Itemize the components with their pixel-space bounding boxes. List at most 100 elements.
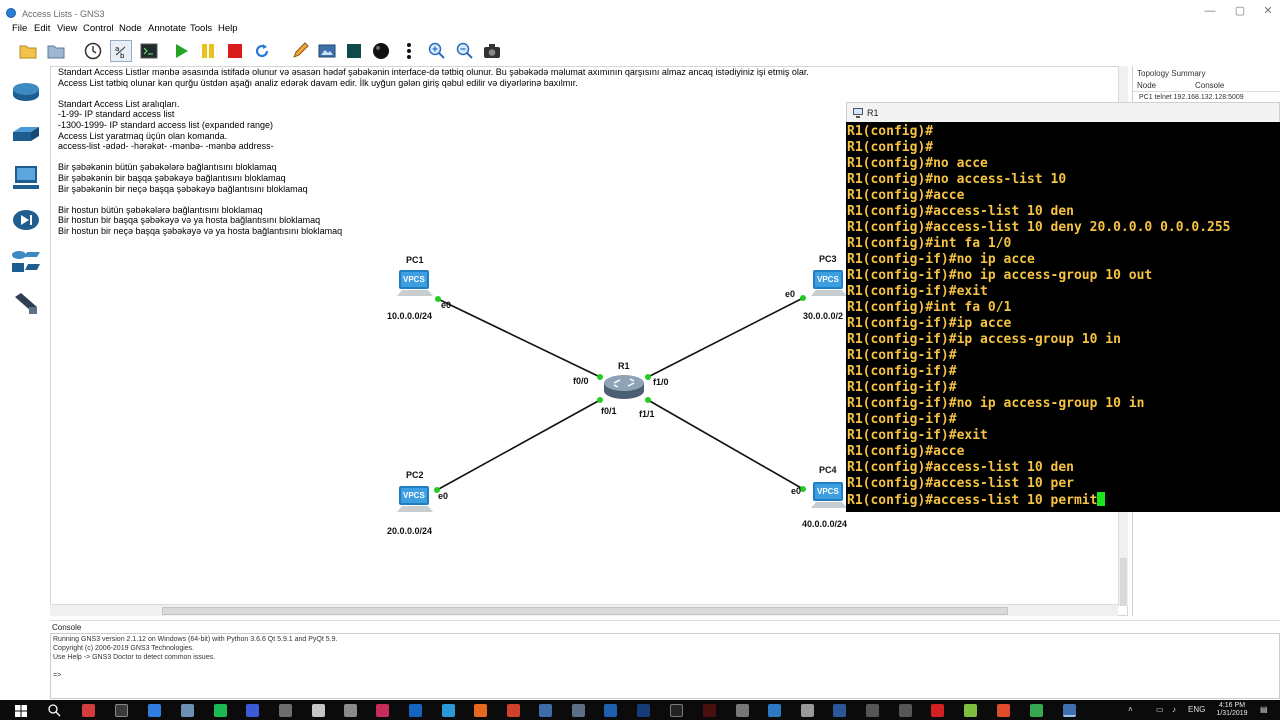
taskbar-app-icon[interactable] [246, 704, 259, 717]
taskbar-app-icon[interactable] [539, 704, 552, 717]
word-icon[interactable] [833, 704, 846, 717]
zoom-out-icon[interactable] [454, 40, 476, 62]
taskbar-app-icon[interactable] [736, 704, 749, 717]
terminal-line: R1(config)#access-list 10 den [847, 204, 1074, 219]
menu-edit[interactable]: Edit [34, 23, 51, 34]
taskbar-app-icon[interactable] [768, 704, 781, 717]
firefox-icon[interactable] [474, 704, 487, 717]
taskbar-app-icon[interactable] [670, 704, 683, 717]
pc1-port-label: e0 [441, 300, 452, 310]
taskbar-app-icon[interactable] [572, 704, 585, 717]
minimize-button[interactable]: — [1204, 5, 1216, 17]
snapshot-clock-icon[interactable] [82, 40, 104, 62]
taskbar-app-icon[interactable] [148, 704, 161, 717]
console-dock-prompt[interactable]: => [53, 672, 62, 679]
terminal-line: R1(config-if)#exit [847, 428, 988, 443]
taskbar-clock[interactable]: 4:16 PM 1/31/2019 [1214, 702, 1250, 718]
taskbar-app-icon[interactable] [279, 704, 292, 717]
ie-browser-icon[interactable] [442, 704, 455, 717]
scrollbar-thumb[interactable] [1120, 558, 1127, 606]
draw-ellipse-icon[interactable] [370, 40, 392, 62]
notification-icon[interactable]: ▤ [1260, 705, 1268, 714]
topology-summary-row[interactable]: PC1 telnet 192.168.132.128:5009 [1139, 94, 1244, 101]
menu-view[interactable]: View [57, 23, 78, 34]
end-devices-category-icon[interactable] [10, 162, 42, 194]
pc3-vpcs-icon[interactable]: VPCS [811, 269, 847, 299]
port-label-f0-1: f0/1 [601, 406, 617, 416]
console-window-titlebar[interactable]: R1 [846, 102, 1280, 122]
terminal-line: R1(config-if)#no ip acce [847, 252, 1035, 267]
pc4-vpcs-icon[interactable]: VPCS [811, 481, 847, 511]
photoshop-icon[interactable] [637, 704, 650, 717]
taskbar-app-icon[interactable] [703, 704, 716, 717]
terminal-output[interactable]: R1(config)# R1(config)# R1(config)#no ac… [846, 122, 1280, 512]
open-project-icon[interactable] [45, 40, 67, 62]
r1-console-window[interactable]: R1 R1(config)# R1(config)# R1(config)#no… [846, 102, 1280, 512]
taskbar-app-icon[interactable] [964, 704, 977, 717]
link-status-dot [435, 296, 441, 302]
taskbar-app-icon[interactable] [115, 704, 128, 717]
gns3-taskbar-icon[interactable] [1063, 704, 1076, 717]
menu-tools[interactable]: Tools [190, 23, 213, 34]
routers-category-icon[interactable] [10, 76, 42, 108]
calendar-icon[interactable] [866, 704, 879, 717]
taskbar-app-icon[interactable] [1030, 704, 1043, 717]
workspace-horizontal-scrollbar[interactable] [50, 604, 1118, 616]
terminal-cursor [1097, 492, 1106, 506]
pc2-port-label: e0 [438, 491, 449, 501]
edge-browser-icon[interactable] [409, 704, 422, 717]
column-console[interactable]: Console [1195, 81, 1225, 90]
console-dock-output[interactable]: Running GNS3 version 2.1.12 on Windows (… [50, 633, 1280, 699]
maximize-button[interactable]: ▢ [1234, 5, 1246, 17]
tray-chevron-icon[interactable]: ˄ [1128, 705, 1133, 714]
pc2-vpcs-icon[interactable]: VPCS [397, 485, 433, 515]
taskbar-app-icon[interactable] [214, 704, 227, 717]
add-link-cable-icon[interactable] [10, 288, 42, 320]
taskbar-app-icon[interactable] [899, 704, 912, 717]
taskbar-app-icon[interactable] [181, 704, 194, 717]
stop-all-icon[interactable] [224, 40, 246, 62]
taskbar-app-icon[interactable] [997, 704, 1010, 717]
tray-language[interactable]: ENG [1188, 705, 1206, 714]
taskbar-app-icon[interactable] [507, 704, 520, 717]
new-project-icon[interactable] [17, 40, 39, 62]
taskbar-app-icon[interactable] [376, 704, 389, 717]
zoom-in-icon[interactable] [426, 40, 448, 62]
reload-all-icon[interactable] [251, 40, 273, 62]
security-devices-category-icon[interactable] [10, 204, 42, 236]
menu-file[interactable]: File [12, 23, 28, 34]
close-button[interactable]: ✕ [1263, 5, 1273, 17]
tray-network-icon[interactable]: ▭ [1156, 705, 1164, 714]
menu-help[interactable]: Help [218, 23, 238, 34]
terminal-input-line[interactable]: R1(config)#access-list 10 permit [847, 492, 1280, 509]
switches-category-icon[interactable] [10, 118, 42, 150]
screenshot-camera-icon[interactable] [481, 40, 503, 62]
draw-rectangle-icon[interactable] [343, 40, 365, 62]
console-all-icon[interactable] [138, 40, 160, 62]
taskbar-app-icon[interactable] [344, 704, 357, 717]
menu-node[interactable]: Node [119, 23, 142, 34]
taskbar-app-icon[interactable] [801, 704, 814, 717]
router-r1-icon[interactable] [602, 371, 646, 401]
all-devices-category-icon[interactable] [10, 246, 42, 278]
taskbar-app-icon[interactable] [312, 704, 325, 717]
suspend-all-icon[interactable] [197, 40, 219, 62]
more-options-icon[interactable] [398, 40, 420, 62]
column-node[interactable]: Node [1137, 81, 1157, 90]
pc1-vpcs-icon[interactable]: VPCS [397, 269, 433, 299]
windows-start-icon[interactable] [15, 705, 27, 717]
taskbar-app-icon[interactable] [82, 704, 95, 717]
scrollbar-thumb[interactable] [162, 607, 1008, 615]
search-icon[interactable] [48, 704, 61, 717]
add-note-icon[interactable] [290, 40, 312, 62]
insert-picture-icon[interactable] [316, 40, 338, 62]
pdf-reader-icon[interactable] [931, 704, 944, 717]
menu-annotate[interactable]: Annotate [148, 23, 187, 34]
outlook-icon[interactable] [604, 704, 617, 717]
note-line: Bir şəbəkənin bütün şəbəkələrə bağlantıs… [58, 162, 277, 173]
tray-volume-icon[interactable]: ♪ [1172, 705, 1176, 714]
start-all-icon[interactable] [170, 40, 192, 62]
menu-control[interactable]: Control [83, 23, 114, 34]
